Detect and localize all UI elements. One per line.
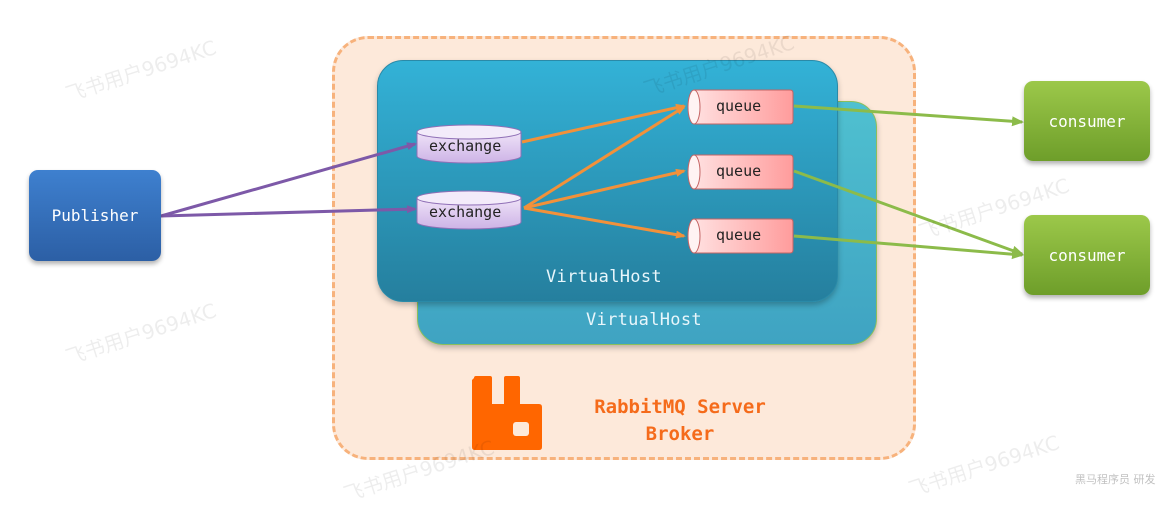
edge-publisher-exchange-2 (160, 205, 417, 218)
virtual-host-label: VirtualHost (546, 267, 662, 287)
exchange-cylinder-icon (416, 190, 522, 230)
consumer-label: consumer (1048, 245, 1126, 265)
queue-cylinder-icon (687, 89, 794, 125)
footer-watermark: 黑马程序员 研发 (1075, 473, 1156, 486)
queue-cylinder-icon (687, 218, 794, 254)
queue-label: queue (716, 162, 762, 180)
exchange-cylinder-icon (416, 124, 522, 164)
broker-title: RabbitMQ Server Broker (560, 394, 800, 448)
queue-node-1[interactable]: queue (686, 89, 794, 125)
broker-title-line-2: Broker (645, 423, 715, 445)
edge-queue-2-consumer-2 (793, 169, 1024, 256)
edge-exchange-2-queue-3 (523, 206, 686, 239)
virtual-host-label: VirtualHost (586, 310, 702, 330)
exchange-label: exchange (429, 137, 502, 155)
connection-lines (160, 103, 1024, 260)
exchange-node-2[interactable]: exchange (416, 190, 522, 230)
consumer-node-1[interactable]: consumer (1024, 81, 1150, 161)
publisher-label: Publisher (51, 206, 139, 225)
publisher-node[interactable]: Publisher (29, 170, 161, 261)
queue-label: queue (716, 97, 762, 115)
edge-exchange-2-queue-2 (523, 168, 686, 210)
broker-title-line-1: RabbitMQ Server (594, 396, 766, 418)
edge-publisher-exchange-1 (160, 142, 417, 218)
consumer-node-2[interactable]: consumer (1024, 215, 1150, 295)
queue-label: queue (716, 226, 762, 244)
edge-queue-3-consumer-2 (793, 234, 1024, 260)
edge-exchange-1-queue-1 (521, 103, 686, 144)
edge-queue-1-consumer-1 (793, 104, 1024, 127)
rabbitmq-logo-icon (472, 376, 542, 450)
queue-node-3[interactable]: queue (686, 218, 794, 254)
consumer-label: consumer (1048, 111, 1126, 131)
queue-cylinder-icon (687, 154, 794, 190)
exchange-node-1[interactable]: exchange (416, 124, 522, 164)
queue-node-2[interactable]: queue (686, 154, 794, 190)
exchange-label: exchange (429, 203, 502, 221)
edge-exchange-2-queue-1 (523, 105, 686, 210)
